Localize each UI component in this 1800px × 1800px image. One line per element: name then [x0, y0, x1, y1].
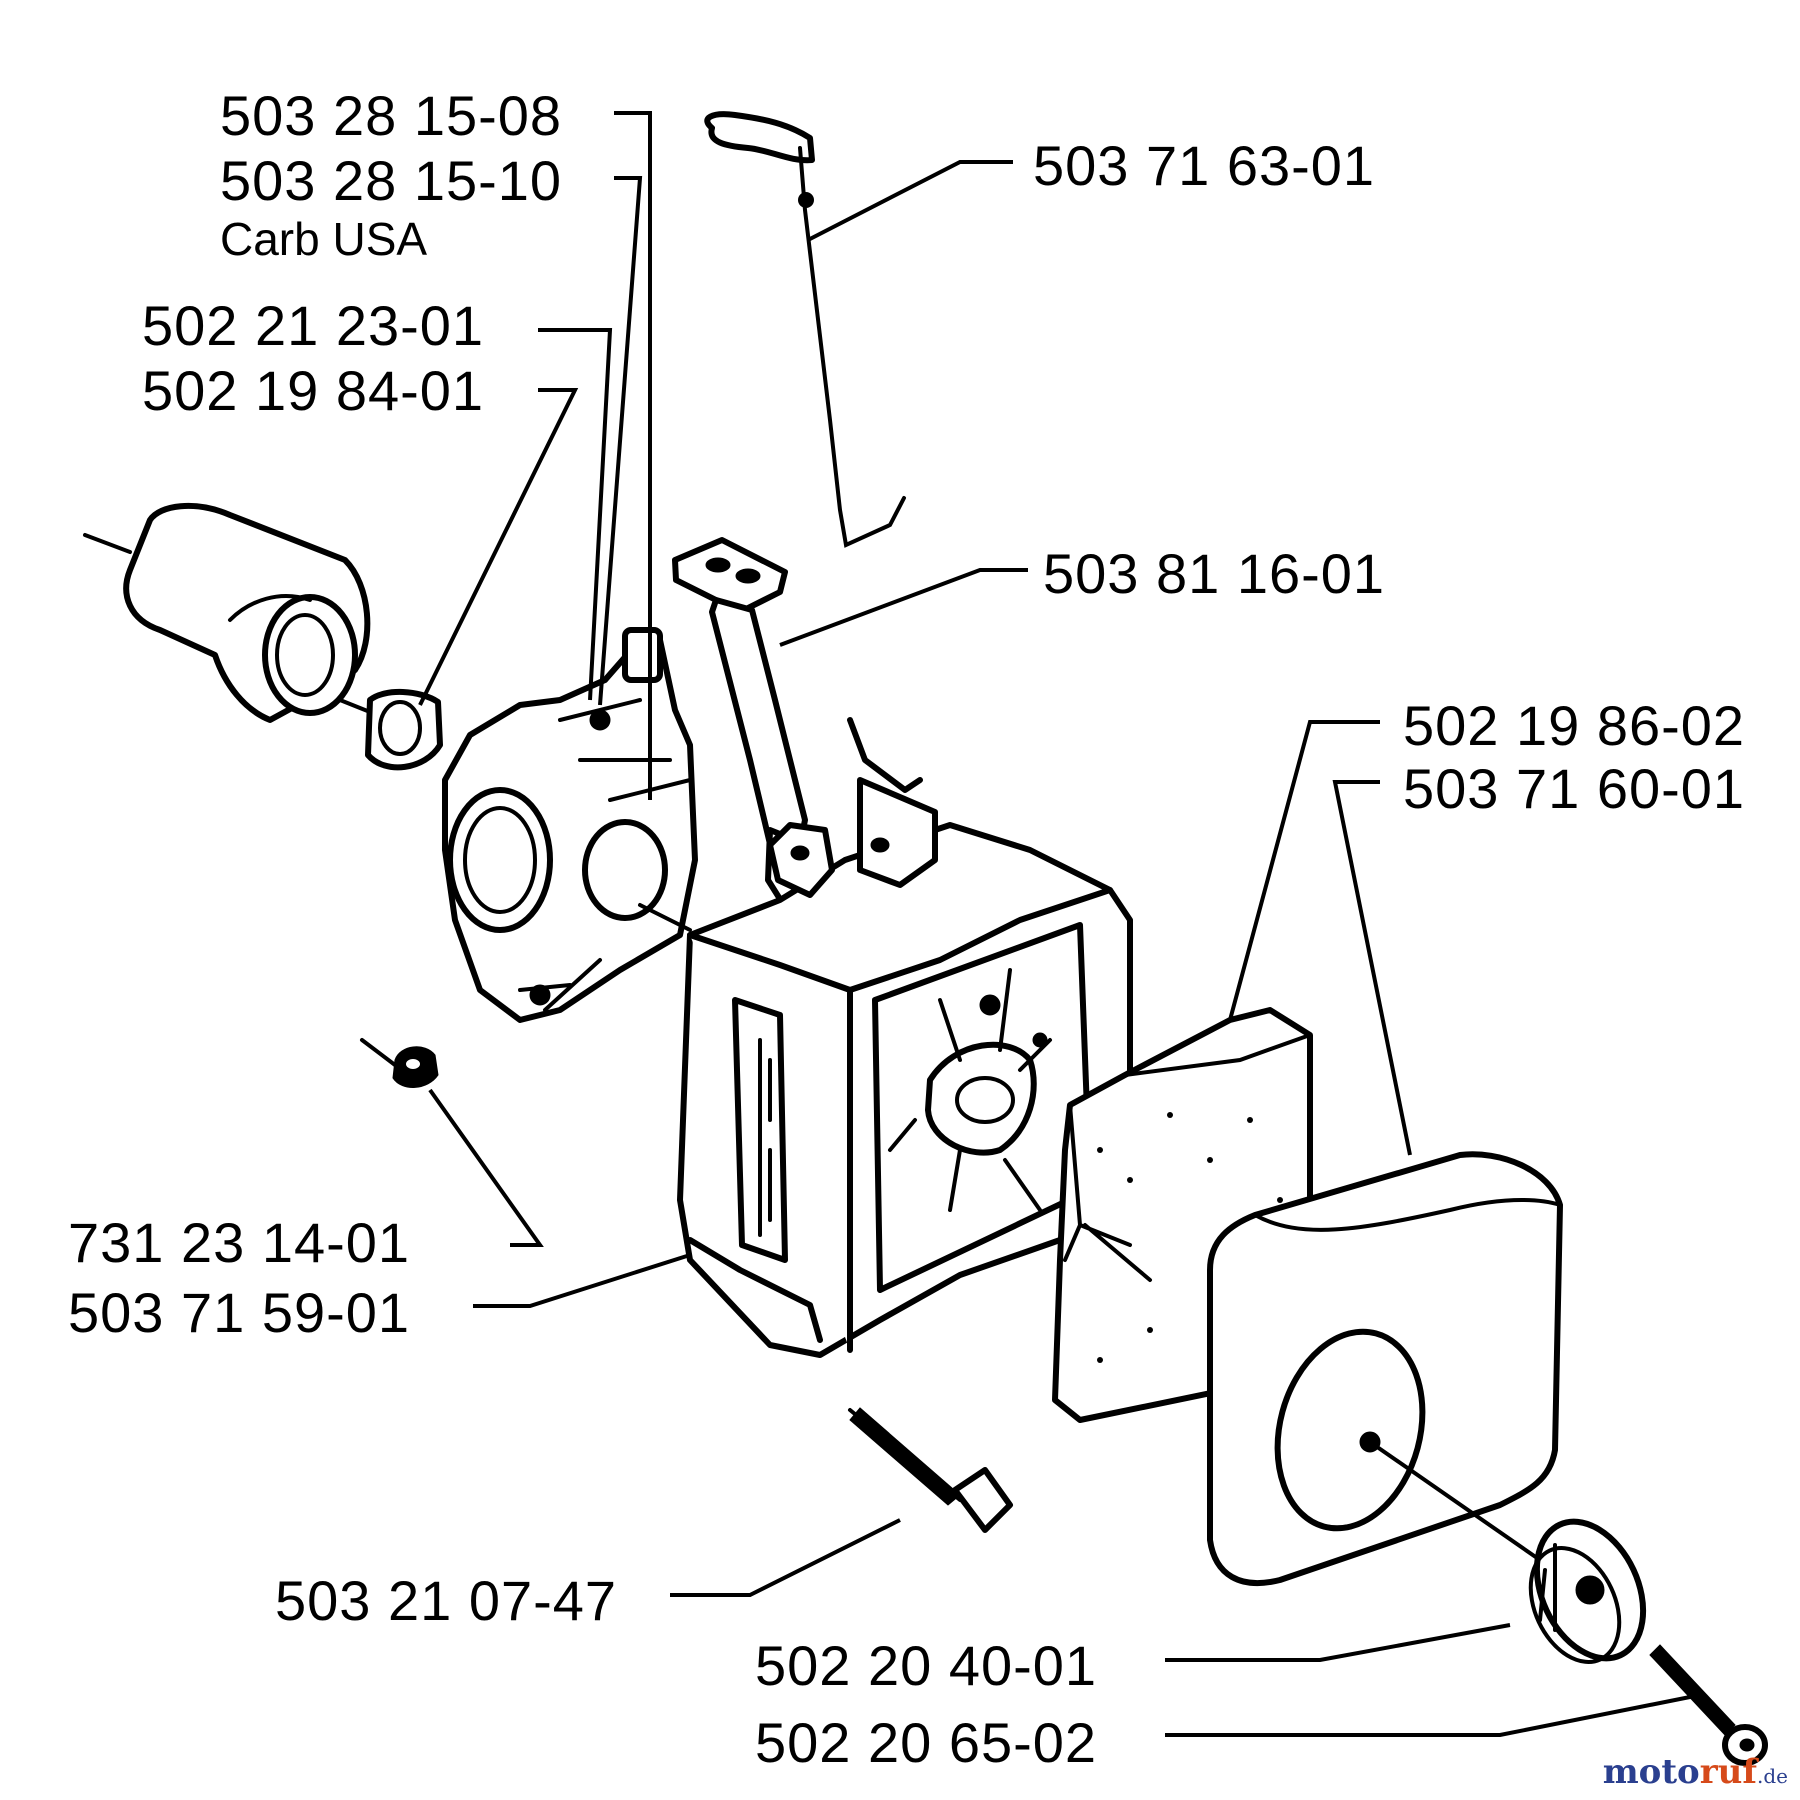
- watermark-brand-a: moto: [1602, 1752, 1700, 1792]
- label-intake-b: 502 19 84-01: [142, 359, 484, 422]
- screw-drawing: [848, 1407, 1013, 1533]
- label-filter-b: 503 71 60-01: [1403, 757, 1745, 820]
- label-carb-a: 503 28 15-08: [220, 84, 562, 147]
- label-choke-rod: 503 71 63-01: [1033, 134, 1375, 197]
- label-housing: 503 71 59-01: [68, 1281, 410, 1344]
- label-knob-b: 502 20 65-02: [755, 1711, 1097, 1774]
- label-screw: 503 21 07-47: [275, 1569, 617, 1632]
- knob-drawing: [1368, 1440, 1647, 1664]
- filter-housing-drawing: [677, 717, 1133, 1358]
- carburetor-drawing: [442, 627, 698, 1023]
- label-intake-a: 502 21 23-01: [142, 294, 484, 357]
- choke-lever-drawing: [888, 968, 1052, 1212]
- leader-lines: [418, 111, 1701, 1737]
- filter-cover-drawing: [1207, 1151, 1563, 1587]
- knob-screw-drawing: [1649, 1644, 1768, 1766]
- watermark-tld: .de: [1757, 1764, 1788, 1788]
- label-carb-note: Carb USA: [220, 213, 427, 265]
- label-knob-a: 502 20 40-01: [755, 1634, 1097, 1697]
- label-carb-b: 503 28 15-10: [220, 149, 562, 212]
- choke-rod-drawing: [704, 111, 906, 548]
- intake-adapter-drawing: [83, 502, 443, 771]
- nut-drawing: [360, 1038, 439, 1088]
- part-labels: 503 28 15-08 503 28 15-10 Carb USA 502 2…: [68, 84, 1745, 1774]
- label-throttle-rod: 503 81 16-01: [1043, 542, 1385, 605]
- label-nut: 731 23 14-01: [68, 1211, 410, 1274]
- watermark-brand-b: ruf: [1699, 1752, 1757, 1792]
- label-filter-a: 502 19 86-02: [1403, 694, 1745, 757]
- watermark-logo: motoruf.de: [1603, 1752, 1788, 1792]
